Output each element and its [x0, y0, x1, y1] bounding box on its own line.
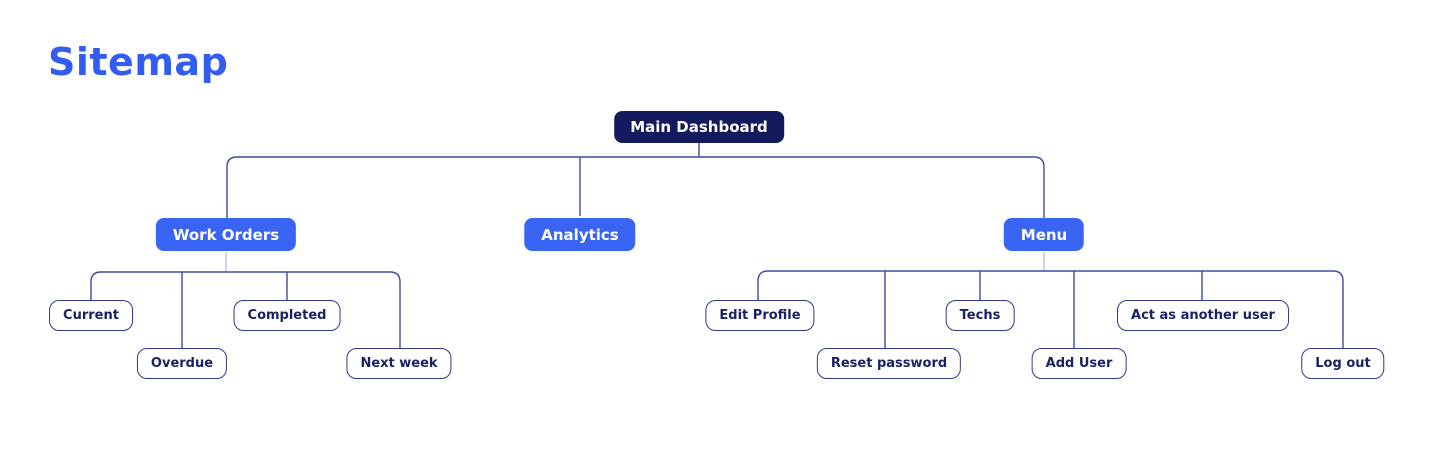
node-edit-profile[interactable]: Edit Profile [705, 300, 815, 331]
node-analytics[interactable]: Analytics [524, 218, 636, 251]
node-techs[interactable]: Techs [945, 300, 1015, 331]
node-main-dashboard[interactable]: Main Dashboard [614, 111, 784, 143]
node-next-week[interactable]: Next week [346, 348, 452, 379]
node-work-orders[interactable]: Work Orders [155, 218, 297, 251]
node-completed[interactable]: Completed [233, 300, 341, 331]
page-title: Sitemap [48, 40, 229, 84]
node-menu[interactable]: Menu [1003, 218, 1085, 251]
node-reset-password[interactable]: Reset password [816, 348, 962, 379]
node-current[interactable]: Current [49, 300, 133, 331]
node-add-user[interactable]: Add User [1031, 348, 1127, 379]
connector-workorders-rail [90, 271, 401, 348]
node-log-out[interactable]: Log out [1301, 348, 1385, 379]
node-act-as-another-user[interactable]: Act as another user [1117, 300, 1289, 331]
connector-level2-rail [226, 156, 1045, 218]
connector-menu-rail [757, 270, 1344, 348]
node-overdue[interactable]: Overdue [136, 348, 228, 379]
